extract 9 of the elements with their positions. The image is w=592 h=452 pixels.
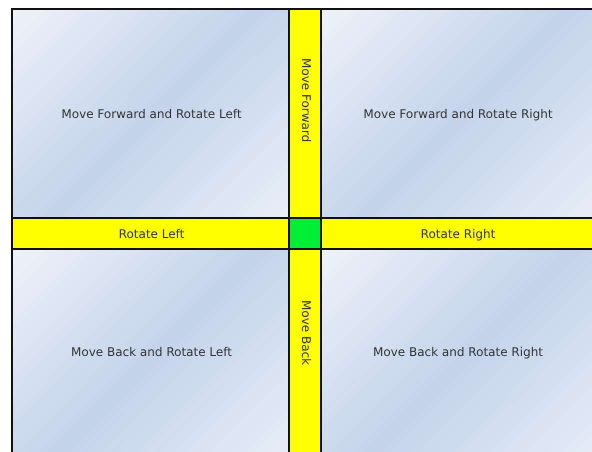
zone-panel bbox=[320, 248, 592, 452]
zone-label: Rotate Right bbox=[420, 227, 496, 241]
vertical-label: Move Forward bbox=[299, 58, 313, 142]
zone-label: Move Back and Rotate Left bbox=[71, 345, 232, 359]
zone-label: Move Forward and Rotate Left bbox=[61, 107, 242, 121]
zone-label: Move Forward and Rotate Right bbox=[363, 107, 553, 121]
zone-label: Rotate Left bbox=[118, 227, 184, 241]
vertical-label: Move Back bbox=[299, 300, 313, 366]
zone-label: Move Back and Rotate Right bbox=[372, 345, 544, 359]
